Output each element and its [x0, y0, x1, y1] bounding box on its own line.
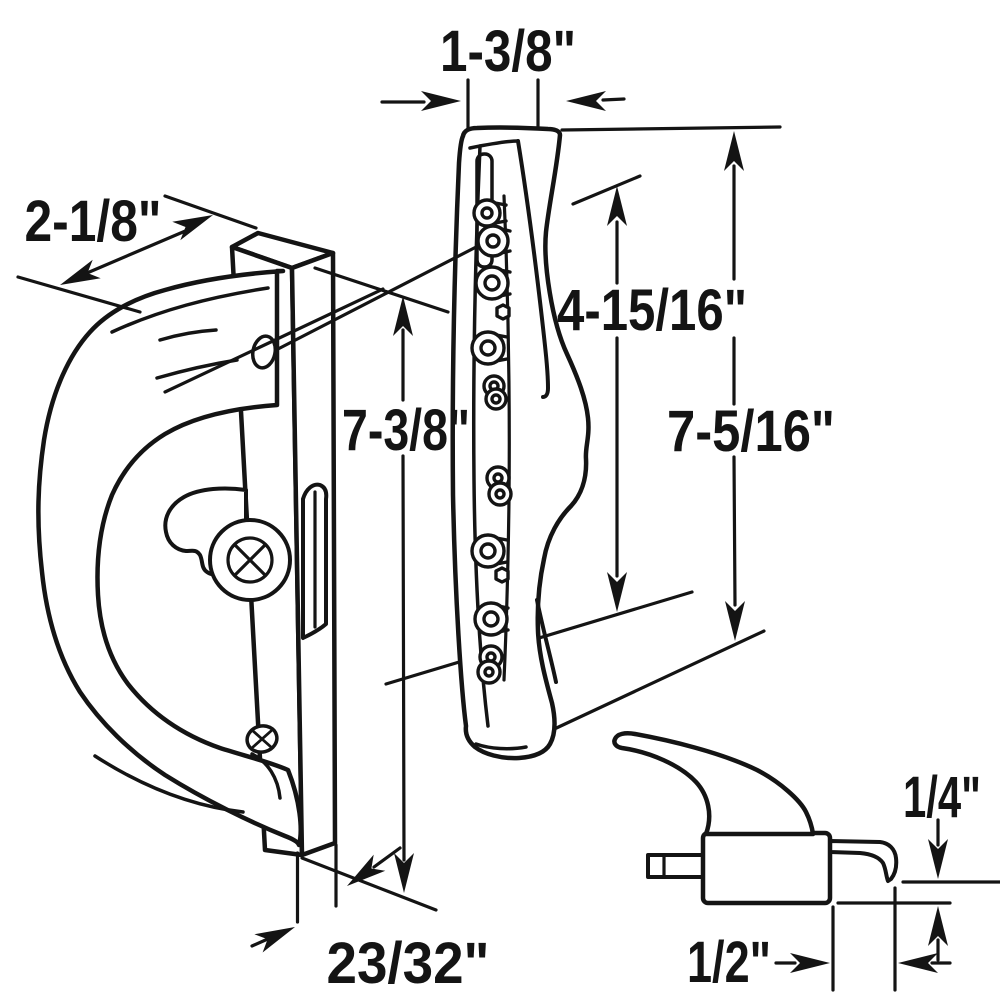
arrow-icon: [566, 91, 606, 111]
dimension-label: 2-1/8": [25, 189, 162, 254]
latch-lever-horn: [612, 730, 816, 837]
bottom-screw: [245, 724, 279, 754]
dimension-hook-length: 1/2": [687, 886, 952, 995]
arrow-icon: [898, 953, 938, 973]
handle-side-view: [276, 125, 591, 761]
rear-extension-lines: [384, 590, 766, 733]
dimension-shaft: [732, 164, 737, 607]
leader-line: [163, 287, 385, 394]
dimension-shaft: [250, 936, 272, 948]
leader-line: [276, 243, 482, 351]
tick-line: [466, 78, 540, 130]
hex-nut-icon: [495, 303, 511, 321]
extension-line: [571, 174, 642, 206]
foot-pad-line: [93, 754, 245, 814]
latch-shaft: [646, 853, 705, 879]
hex-nut-icon: [494, 566, 510, 584]
handle-highlight: [158, 328, 218, 342]
arrow-icon: [607, 186, 627, 226]
dimension-shaft: [601, 97, 626, 102]
arrow-icon: [60, 259, 101, 285]
arrow-icon: [790, 953, 830, 973]
extension-line: [163, 194, 258, 230]
phillips-cross-icon: [234, 544, 266, 576]
arrow-icon: [607, 572, 627, 612]
arrow-icon: [172, 215, 213, 241]
dimension-hook-rise: 1/4": [836, 765, 1000, 962]
dimension-top-width: 1-3/8": [380, 19, 626, 130]
tick-line: [831, 886, 897, 992]
extension-line: [300, 856, 438, 912]
dimension-plate-thickness: 23/32": [250, 843, 490, 996]
extension-line: [548, 629, 766, 733]
hook-arm: [828, 839, 899, 883]
arrow-icon: [724, 131, 744, 171]
dimension-label: 4-15/16": [557, 278, 747, 343]
dimension-shaft: [372, 846, 402, 869]
extension-line: [560, 125, 782, 132]
dimension-shaft: [401, 328, 406, 862]
dimension-label: 1-3/8": [440, 19, 576, 84]
rivet-column: [470, 198, 513, 685]
arrow-icon: [421, 91, 461, 111]
dimension-label: 1/2": [687, 930, 771, 995]
arrow-icon: [725, 601, 745, 641]
dimension-plate-height: 7-3/8": [300, 296, 470, 912]
handle-crease: [110, 286, 270, 334]
latch-body: [700, 830, 833, 906]
latch-keeper: [301, 482, 329, 640]
dimension-annotations: 1-3/8" 2-1/8" 7-3/8" 4-15/16": [16, 19, 1000, 996]
center-screw: [208, 518, 292, 602]
latch-hook-part: [612, 730, 899, 906]
dimension-handle-depth: 2-1/8": [16, 189, 258, 314]
arrow-icon: [928, 906, 948, 946]
dimension-label: 1/4": [903, 765, 981, 830]
grip-lower-crease: [535, 598, 558, 684]
dimension-label: 7-5/16": [667, 399, 835, 464]
dimension-screw-span: 4-15/16": [557, 174, 747, 612]
arrow-icon: [394, 853, 414, 893]
arrow-icon: [254, 927, 295, 953]
tick-line: [295, 843, 338, 924]
top-face-line: [468, 139, 520, 150]
dimension-shaft: [78, 227, 192, 278]
arrow-icon: [347, 854, 386, 886]
foot-pad-edge: [250, 752, 282, 800]
dimension-label: 23/32": [327, 931, 490, 996]
grip-front-edge: [516, 139, 550, 399]
arrow-icon: [393, 296, 413, 336]
dimension-label: 7-3/8": [342, 398, 470, 463]
arrow-icon: [928, 839, 948, 879]
phillips-cross-icon: [251, 729, 273, 749]
handle-front-view: [36, 230, 450, 858]
dimension-side-height: 7-5/16": [560, 125, 835, 641]
bottom-inner-line: [474, 742, 528, 751]
extension-line: [16, 275, 142, 314]
